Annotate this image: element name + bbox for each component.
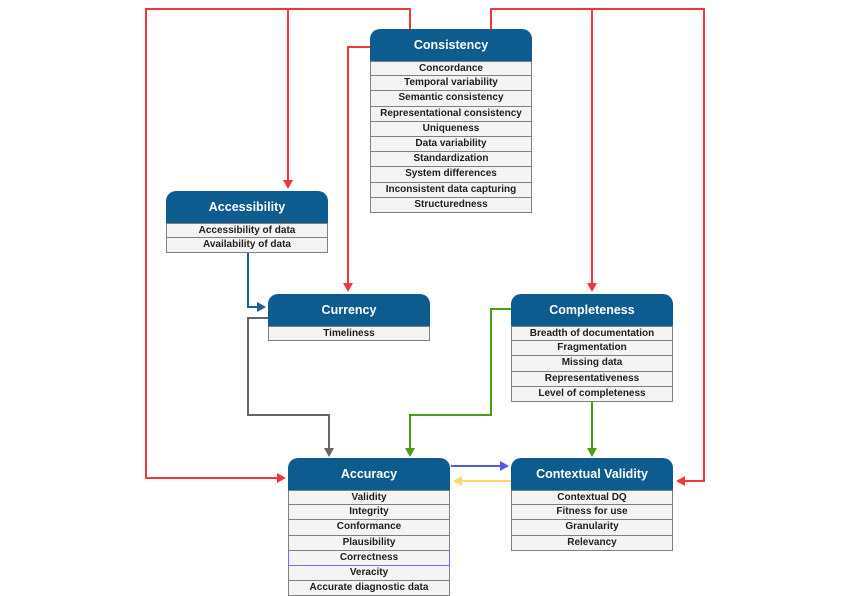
completeness-box-title: Completeness	[511, 294, 673, 326]
completeness-item: Missing data	[511, 356, 673, 372]
currency-box: Currency Timeliness	[268, 294, 430, 342]
contextual-validity-item: Relevancy	[511, 535, 673, 551]
consistency-item: Uniqueness	[370, 121, 532, 137]
contextual-validity-item: Granularity	[511, 520, 673, 536]
completeness-item: Level of completeness	[511, 386, 673, 402]
accuracy-item: Integrity	[288, 505, 450, 521]
currency-box-title: Currency	[268, 294, 430, 326]
consistency-box-title: Consistency	[370, 29, 532, 61]
edge-accessibility-to-currency	[247, 252, 266, 312]
accuracy-item: Validity	[288, 490, 450, 506]
edge-completeness-to-accuracy	[405, 308, 511, 457]
consistency-item: System differences	[370, 167, 532, 183]
accessibility-box-title: Accessibility	[166, 191, 328, 223]
accessibility-box: Accessibility Accessibility of data Avai…	[166, 191, 328, 254]
completeness-item: Representativeness	[511, 371, 673, 387]
edge-consistency-to-accuracy	[145, 8, 411, 483]
consistency-box: Consistency Concordance Temporal variabi…	[370, 29, 532, 213]
accuracy-item: Veracity	[288, 565, 450, 582]
completeness-box: Completeness Breadth of documentation Fr…	[511, 294, 673, 402]
accuracy-item: Plausibility	[288, 535, 450, 551]
edge-consistency-to-contextual-validity	[490, 8, 705, 486]
accessibility-item: Accessibility of data	[166, 223, 328, 239]
consistency-item: Standardization	[370, 152, 532, 168]
accuracy-box: Accuracy Validity Integrity Conformance …	[288, 458, 450, 596]
accessibility-item: Availability of data	[166, 238, 328, 254]
consistency-item: Concordance	[370, 61, 532, 77]
consistency-item: Semantic consistency	[370, 91, 532, 107]
contextual-validity-box: Contextual Validity Contextual DQ Fitnes…	[511, 458, 673, 551]
contextual-validity-item: Fitness for use	[511, 505, 673, 521]
accuracy-item: Conformance	[288, 520, 450, 536]
consistency-item: Inconsistent data capturing	[370, 182, 532, 198]
consistency-item: Data variability	[370, 136, 532, 153]
accuracy-item: Correctness	[288, 550, 450, 566]
currency-item: Timeliness	[268, 326, 430, 342]
contextual-validity-item: Contextual DQ	[511, 490, 673, 506]
accuracy-item: Accurate diagnostic data	[288, 581, 450, 596]
consistency-item: Structuredness	[370, 197, 532, 213]
contextual-validity-box-title: Contextual Validity	[511, 458, 673, 490]
edge-currency-to-accuracy	[247, 317, 334, 457]
completeness-item: Fragmentation	[511, 341, 673, 357]
edge-consistency-to-currency	[343, 46, 370, 292]
consistency-item: Temporal variability	[370, 76, 532, 92]
accuracy-box-title: Accuracy	[288, 458, 450, 490]
consistency-item: Representational consistency	[370, 106, 532, 122]
completeness-item: Breadth of documentation	[511, 326, 673, 342]
